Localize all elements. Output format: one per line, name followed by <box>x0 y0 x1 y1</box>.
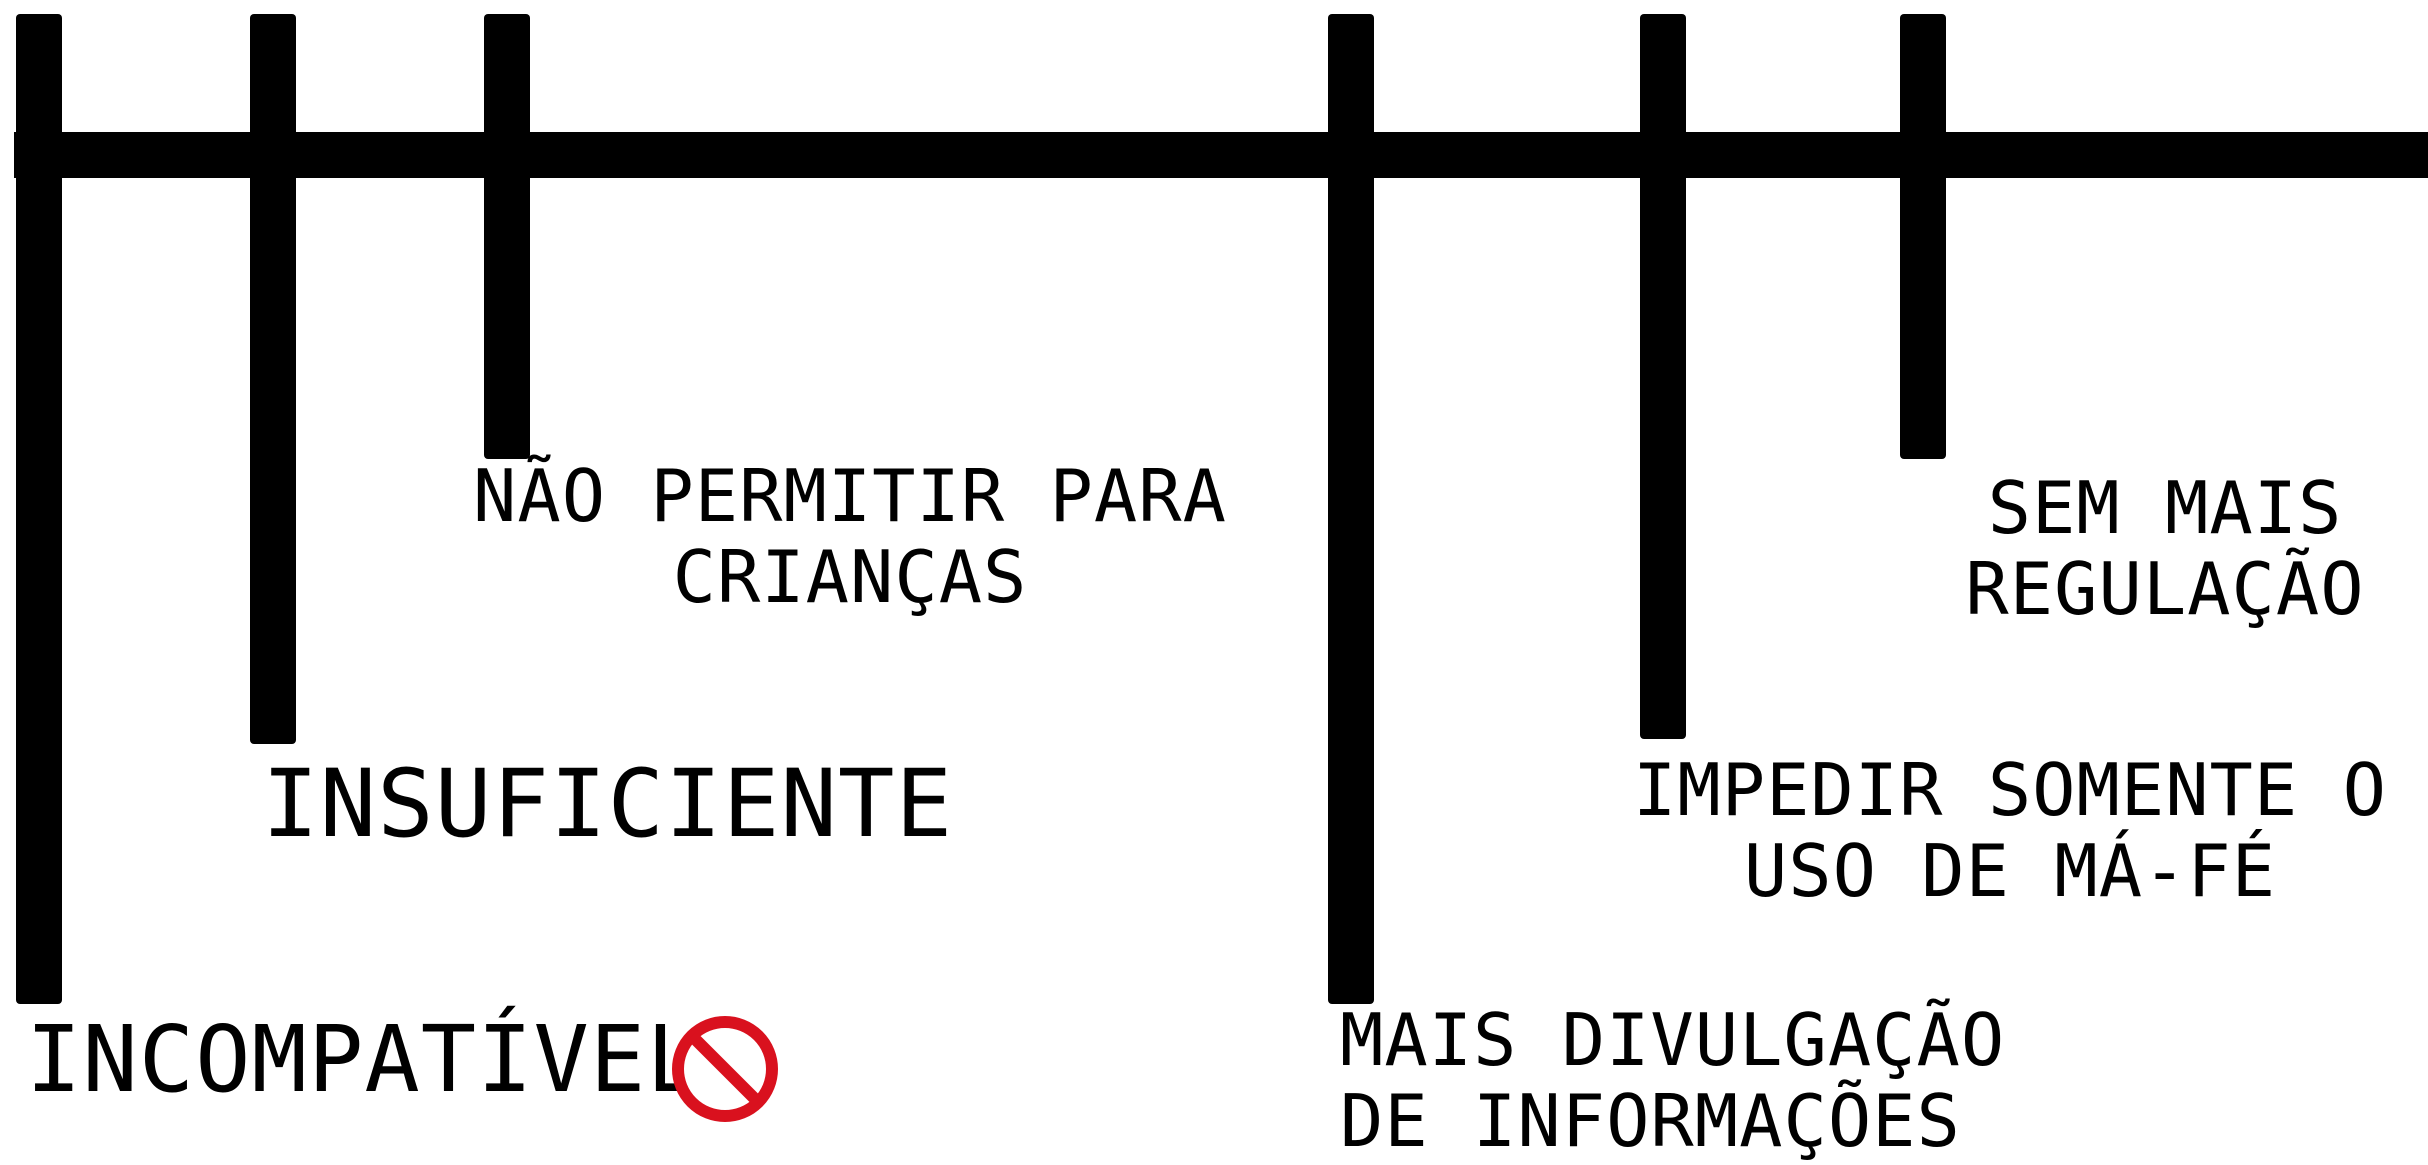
stage-label-insuficiente: INSUFICIENTE <box>262 750 954 859</box>
stage-post-insuficiente <box>250 14 296 744</box>
stage-post-sem-regulacao <box>1900 14 1946 459</box>
stage-post-impedir-ma-fe <box>1640 14 1686 739</box>
stage-label-nao-permitir: NÃO PERMITIR PARA CRIANÇAS <box>473 454 1227 619</box>
stage-label-mais-divulgacao: MAIS DIVULGAÇÃO DE INFORMAÇÕES <box>1340 998 2006 1163</box>
timeline-rail <box>14 132 2428 178</box>
stage-label-sem-regulacao: SEM MAIS REGULAÇÃO <box>1965 466 2365 631</box>
stage-post-nao-permitir <box>484 14 530 459</box>
stage-post-incompativel <box>16 14 62 1004</box>
stage-label-impedir-ma-fe: IMPEDIR SOMENTE O USO DE MÁ-FÉ <box>1633 748 2387 913</box>
prohibited-icon <box>672 1016 778 1122</box>
stage-label-incompativel: INCOMPATÍVEL <box>26 1006 703 1113</box>
stage-post-mais-divulgacao <box>1328 14 1374 1004</box>
